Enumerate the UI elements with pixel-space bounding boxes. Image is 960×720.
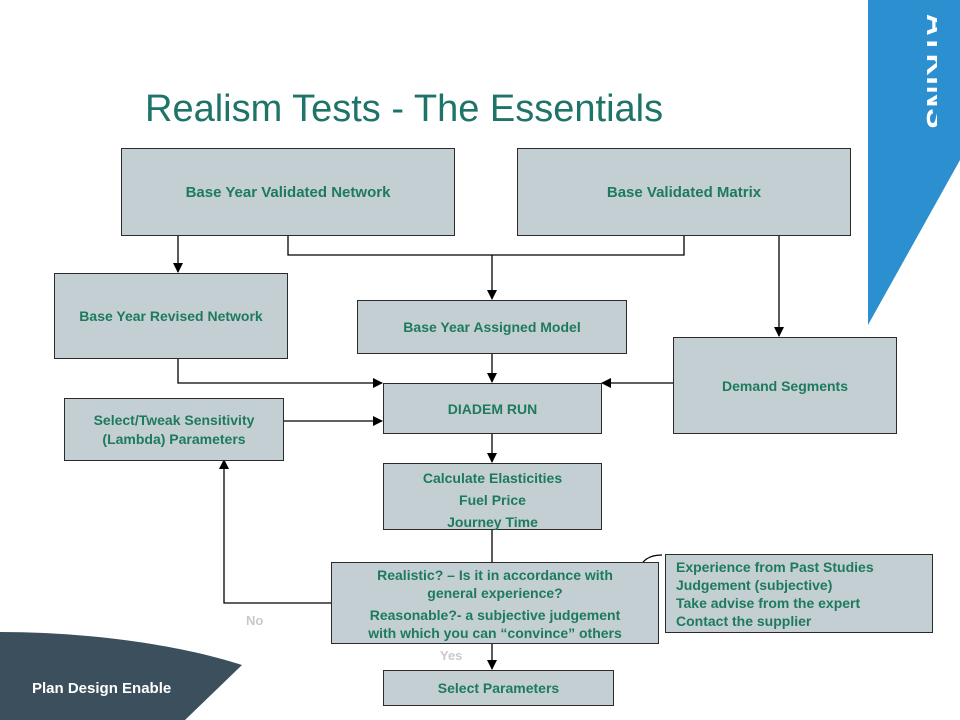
elasticities-line-2: Fuel Price bbox=[459, 492, 526, 508]
diadem-run-box: DIADEM RUN bbox=[383, 383, 602, 434]
realistic-line-3: Reasonable?- a subjective judgement bbox=[369, 607, 621, 623]
base-matrix-box: Base Validated Matrix bbox=[517, 148, 851, 236]
assigned-model-box: Base Year Assigned Model bbox=[357, 300, 627, 354]
base-year-network-label: Base Year Validated Network bbox=[185, 183, 391, 201]
realistic-box: Realistic? – Is it in accordance with ge… bbox=[331, 562, 659, 644]
sensitivity-line-1: Select/Tweak Sensitivity bbox=[93, 411, 255, 428]
base-matrix-label: Base Validated Matrix bbox=[606, 183, 762, 201]
select-parameters-box: Select Parameters bbox=[383, 670, 614, 706]
elasticities-box: Calculate Elasticities Fuel Price Journe… bbox=[383, 463, 602, 530]
demand-segments-box: Demand Segments bbox=[673, 337, 897, 434]
notes-line-2: Judgement (subjective) bbox=[676, 577, 833, 593]
realistic-line-2: general experience? bbox=[427, 585, 563, 601]
yes-label: Yes bbox=[440, 648, 463, 663]
sensitivity-line-2: (Lambda) Parameters bbox=[102, 430, 246, 447]
notes-line-3: Take advise from the expert bbox=[676, 595, 861, 611]
notes-box: Experience from Past Studies Judgement (… bbox=[665, 554, 933, 633]
revised-network-label: Base Year Revised Network bbox=[79, 308, 263, 324]
sensitivity-box: Select/Tweak Sensitivity (Lambda) Parame… bbox=[64, 398, 284, 461]
demand-segments-label: Demand Segments bbox=[721, 377, 849, 394]
diadem-run-label: DIADEM RUN bbox=[447, 400, 538, 417]
arrow-no-loop bbox=[219, 459, 331, 604]
revised-network-box: Base Year Revised Network bbox=[54, 273, 288, 359]
elasticities-line-3: Journey Time bbox=[447, 514, 538, 530]
base-year-network-box: Base Year Validated Network bbox=[121, 148, 455, 236]
merge-bracket bbox=[287, 236, 685, 256]
elasticities-line-1: Calculate Elasticities bbox=[422, 470, 563, 486]
no-label: No bbox=[246, 613, 264, 628]
realistic-line-4: with which you can “convince” others bbox=[368, 625, 622, 641]
notes-line-4: Contact the supplier bbox=[676, 613, 812, 629]
assigned-model-label: Base Year Assigned Model bbox=[403, 319, 581, 335]
brand-stripe-shape bbox=[868, 0, 960, 325]
tagline: Plan Design Enable bbox=[32, 680, 172, 697]
arrow-revised-to-diadem bbox=[177, 359, 383, 388]
atkins-logo: ATKINS bbox=[920, 14, 937, 129]
realistic-line-1: Realistic? – Is it in accordance with bbox=[377, 567, 613, 583]
corner-shape bbox=[0, 632, 242, 720]
page-title: Realism Tests - The Essentials bbox=[145, 88, 664, 130]
select-parameters-label: Select Parameters bbox=[437, 680, 560, 696]
atkins-logo-text: ATKINS bbox=[920, 14, 937, 129]
notes-line-1: Experience from Past Studies bbox=[676, 559, 874, 575]
